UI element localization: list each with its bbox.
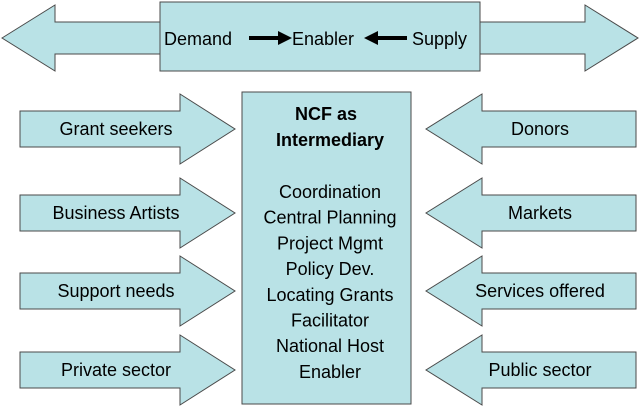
center-box [241, 91, 412, 405]
connector-arrow-left [364, 31, 407, 45]
center-role-item: Locating Grants [266, 285, 393, 305]
demand-arrow-shape [19, 177, 236, 249]
connector-arrow-right [249, 31, 292, 45]
demand-arrow-shape [19, 255, 236, 327]
center-role-item: Central Planning [263, 208, 396, 228]
center-role-item: Policy Dev. [286, 259, 375, 279]
supply-arrow-shape [425, 334, 637, 406]
demand-arrow-label: Business Artists [52, 203, 179, 223]
center-role-item: National Host [276, 336, 384, 356]
supply-arrow-label: Markets [508, 203, 572, 223]
demand-arrow-shape [19, 334, 236, 406]
demand-arrow: Support needs [19, 255, 236, 327]
demand-arrow: Business Artists [19, 177, 236, 249]
center-title-line1: NCF as [295, 104, 357, 124]
demand-arrow: Private sector [19, 334, 236, 406]
center-title-line2: Intermediary [276, 130, 384, 150]
top-banner-box [159, 1, 481, 72]
top-demand-label: Demand [164, 29, 232, 49]
supply-arrow-shape [425, 177, 637, 249]
demand-arrow: Grant seekers [19, 93, 236, 165]
demand-arrow-label: Grant seekers [59, 119, 172, 139]
supply-arrow-shape [425, 93, 637, 165]
demand-arrow-label: Support needs [57, 281, 174, 301]
supply-arrow: Markets [425, 177, 637, 249]
center-role-item: Facilitator [291, 311, 369, 331]
top-enabler-label: Enabler [292, 29, 354, 49]
demand-arrow-label: Private sector [61, 360, 171, 380]
supply-arrow-label: Public sector [488, 360, 591, 380]
center-role-item: Coordination [279, 182, 381, 202]
top-supply-label: Supply [412, 29, 467, 49]
supply-arrow: Services offered [425, 255, 637, 327]
supply-arrow-shape [425, 255, 637, 327]
supply-arrow: Donors [425, 93, 637, 165]
center-role-item: Enabler [299, 362, 361, 382]
center-role-item: Project Mgmt [277, 233, 383, 253]
supply-arrow: Public sector [425, 334, 637, 406]
supply-arrow-label: Services offered [475, 281, 605, 301]
demand-arrow-shape [19, 93, 236, 165]
supply-arrow-label: Donors [511, 119, 569, 139]
